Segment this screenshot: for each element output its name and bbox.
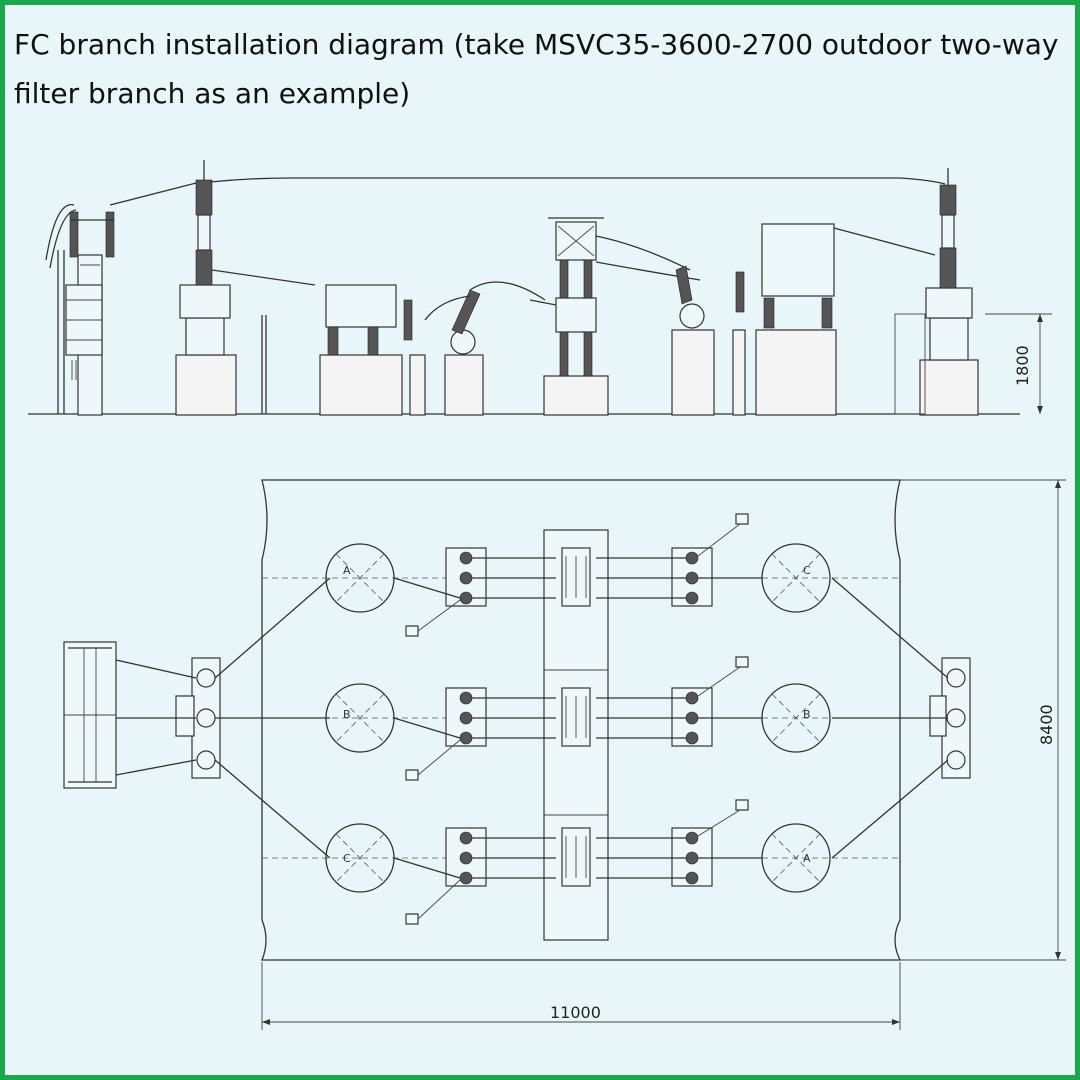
- plan-view: A B C C B A: [63, 479, 1066, 1030]
- left-ct-plan: [115, 577, 331, 859]
- phase-label-left-2: B: [343, 708, 351, 721]
- left-arrester: [424, 281, 546, 416]
- left-ct-clusters: [393, 547, 556, 925]
- left-reactor: [319, 284, 426, 416]
- incoming-frame-plan: [63, 641, 117, 789]
- right-reactor: [755, 223, 936, 416]
- left-current-transformer: [175, 160, 316, 416]
- right-ct-clusters: [596, 513, 762, 887]
- right-arrester: [671, 265, 746, 416]
- phase-label-right-2: B: [803, 708, 811, 721]
- width-dimension: 11000: [261, 962, 901, 1030]
- center-capacitor-frame: [529, 217, 701, 416]
- height-dimension-label: 1800: [1013, 345, 1032, 386]
- depth-dimension: 8400: [900, 479, 1066, 961]
- elevation-view: 1800: [28, 160, 1052, 416]
- right-current-transformer: [894, 168, 979, 416]
- right-ct-plan: [831, 577, 971, 859]
- phase-label-left-1: A: [343, 564, 351, 577]
- capacitor-units: [561, 547, 591, 887]
- top-bus-wire: [209, 177, 946, 185]
- phase-label-left-3: C: [343, 852, 351, 865]
- diagram-title: FC branch installation diagram (take MSV…: [14, 28, 1059, 110]
- phase-label-right-1: C: [803, 564, 811, 577]
- depth-dimension-label: 8400: [1037, 704, 1056, 745]
- width-dimension-label: 11000: [550, 1003, 601, 1022]
- phase-label-right-3: A: [803, 852, 811, 865]
- incoming-frame: [45, 181, 201, 416]
- height-dimension: 1800: [985, 313, 1052, 414]
